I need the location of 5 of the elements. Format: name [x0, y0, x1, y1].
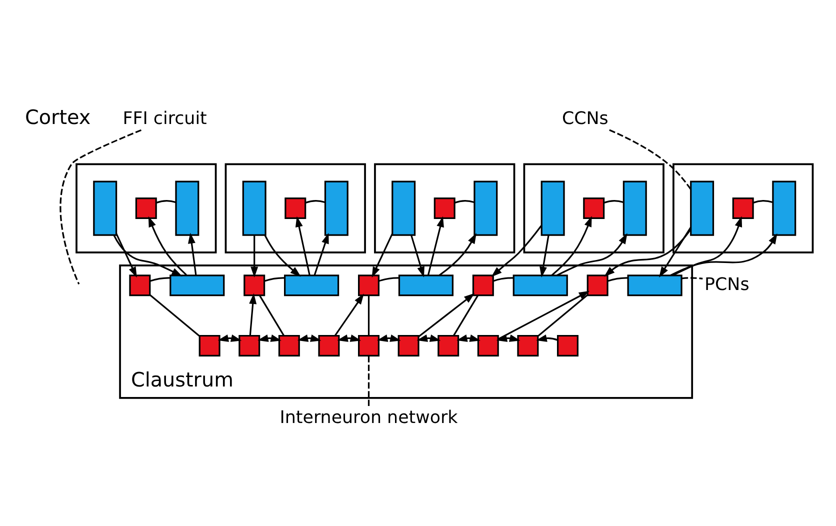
node-text: FFI circuit — [122, 108, 206, 129]
label: Cortex — [24, 106, 90, 130]
node-text: PCNs — [704, 274, 749, 295]
node-text: Interneuron network — [279, 408, 458, 428]
node-text: CCNs — [561, 108, 608, 129]
